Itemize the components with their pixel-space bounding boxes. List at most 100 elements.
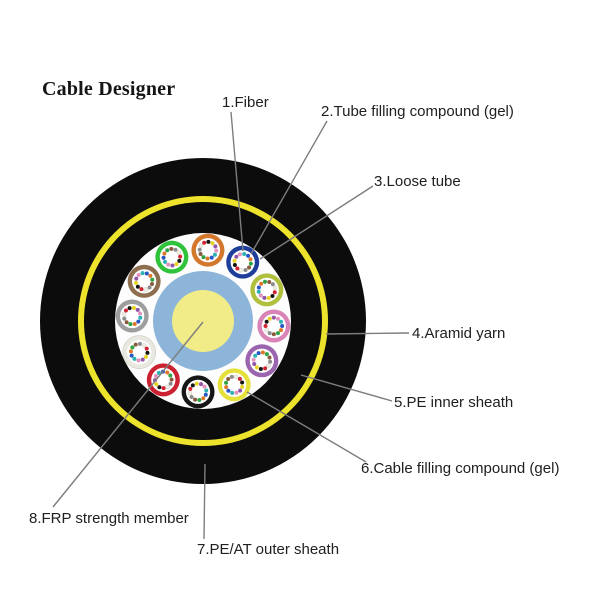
fiber-dot — [256, 289, 261, 294]
fiber-dot — [178, 254, 183, 259]
loose-tube-orange — [191, 233, 225, 267]
fiber-dot — [136, 358, 141, 363]
fiber-dot — [177, 258, 182, 263]
fiber-dot — [197, 398, 202, 403]
fiber-dot — [203, 392, 208, 397]
fiber-dot — [258, 366, 263, 371]
fiber-dot — [165, 248, 170, 253]
fiber-dot — [122, 316, 127, 321]
fiber-dot — [148, 273, 153, 278]
fiber-dot — [209, 255, 214, 260]
layer-frp-strength-member — [172, 290, 234, 352]
fiber-dot — [133, 342, 138, 347]
fiber-dot — [242, 251, 247, 256]
fiber-dot — [137, 341, 142, 346]
leader-line-loose-tube — [259, 185, 374, 260]
fiber-dot — [197, 247, 202, 252]
fiber-dot — [131, 305, 136, 310]
fiber-dot — [143, 287, 148, 292]
fiber-dot — [144, 346, 149, 351]
fiber-dot — [251, 357, 256, 362]
fiber-dot — [170, 263, 175, 268]
fiber-dot — [237, 376, 242, 381]
fiber-dot — [135, 284, 140, 289]
fiber-dot — [138, 311, 143, 316]
fiber-dot — [256, 285, 261, 290]
loose-tube-violet — [245, 344, 279, 378]
fiber-dot — [264, 319, 269, 324]
tube-filling-rose — [261, 313, 286, 339]
leader-line-pe-inner-sheath — [300, 374, 393, 402]
fiber-dot — [275, 331, 280, 336]
fiber-dot — [204, 388, 209, 393]
fiber-dot — [201, 396, 206, 401]
loose-tube-red — [146, 363, 180, 397]
fiber-dot — [248, 257, 253, 262]
fiber-dot — [267, 279, 272, 284]
fiber-dot — [267, 316, 272, 321]
fiber-dot — [133, 280, 138, 285]
fiber-dot — [150, 277, 155, 282]
leader-line-fiber — [230, 111, 244, 252]
fiber-dot — [268, 359, 273, 364]
fiber-dot — [189, 395, 194, 400]
loose-tube-slate — [115, 299, 149, 333]
leader-line-cable-filling-compound — [246, 391, 367, 463]
fiber-dot — [149, 281, 154, 286]
fiber-dot — [154, 382, 159, 387]
callout-label-pe-at-outer-sheath: 7.PE/AT outer sheath — [197, 541, 340, 558]
fiber-dot — [230, 390, 235, 395]
fiber-dot — [224, 385, 229, 390]
fiber-dot — [136, 319, 141, 324]
callout-label-tube-filling-compound: 2.Tube filling compound (gel) — [321, 103, 514, 120]
fiber-dot — [232, 262, 237, 267]
fiber-dot — [266, 363, 271, 368]
fiber-dot — [279, 328, 284, 333]
fiber-dot — [169, 246, 174, 251]
fiber-dot — [138, 315, 143, 320]
fiber-dot — [124, 320, 129, 325]
callout-label-frp-strength-member: 8.FRP strength member — [29, 510, 189, 527]
fiber-dot — [263, 366, 268, 371]
callout-label-pe-inner-sheath: 5.PE inner sheath — [394, 394, 514, 411]
fiber-dot — [141, 343, 147, 348]
fiber-dot — [187, 390, 193, 396]
fiber-dot — [267, 331, 272, 336]
fiber-dot — [270, 293, 275, 298]
loose-tube-green — [155, 240, 189, 274]
fiber-dot — [144, 271, 149, 276]
fiber-dot — [247, 265, 252, 270]
fiber-dot — [256, 351, 261, 356]
loose-tube-brown — [127, 264, 161, 298]
fiber-dot — [124, 308, 129, 313]
fiber-dot — [240, 380, 245, 385]
fiber-dot — [267, 355, 272, 360]
fiber-dot — [157, 385, 162, 390]
fiber-dot — [166, 262, 171, 267]
fiber-dot — [262, 279, 267, 284]
fiber-dot — [127, 306, 132, 311]
fiber-dot — [165, 384, 170, 390]
leader-line-pe-at-outer-sheath — [203, 463, 206, 540]
fiber-dot — [214, 248, 219, 253]
fiber-dot — [169, 377, 174, 382]
fiber-dot — [198, 251, 203, 256]
fiber-dot — [260, 350, 265, 355]
fiber-dot — [252, 361, 257, 366]
fiber-dot — [271, 332, 276, 337]
fiber-dot — [254, 365, 259, 370]
loose-tube-aqua — [250, 273, 284, 307]
fiber-dot — [168, 381, 173, 386]
fiber-dot — [266, 295, 271, 300]
fiber-dot — [132, 321, 137, 326]
fiber-dot — [226, 377, 231, 382]
callout-label-aramid-yarn: 4.Aramid yarn — [412, 325, 506, 342]
loose-tube-white — [122, 335, 157, 369]
fiber-dot — [153, 373, 158, 378]
fiber-dot — [264, 327, 269, 333]
fiber-dot — [198, 243, 204, 248]
loose-tube-rose — [257, 309, 291, 343]
fiber-dot — [168, 373, 173, 378]
fiber-dot — [139, 287, 144, 292]
